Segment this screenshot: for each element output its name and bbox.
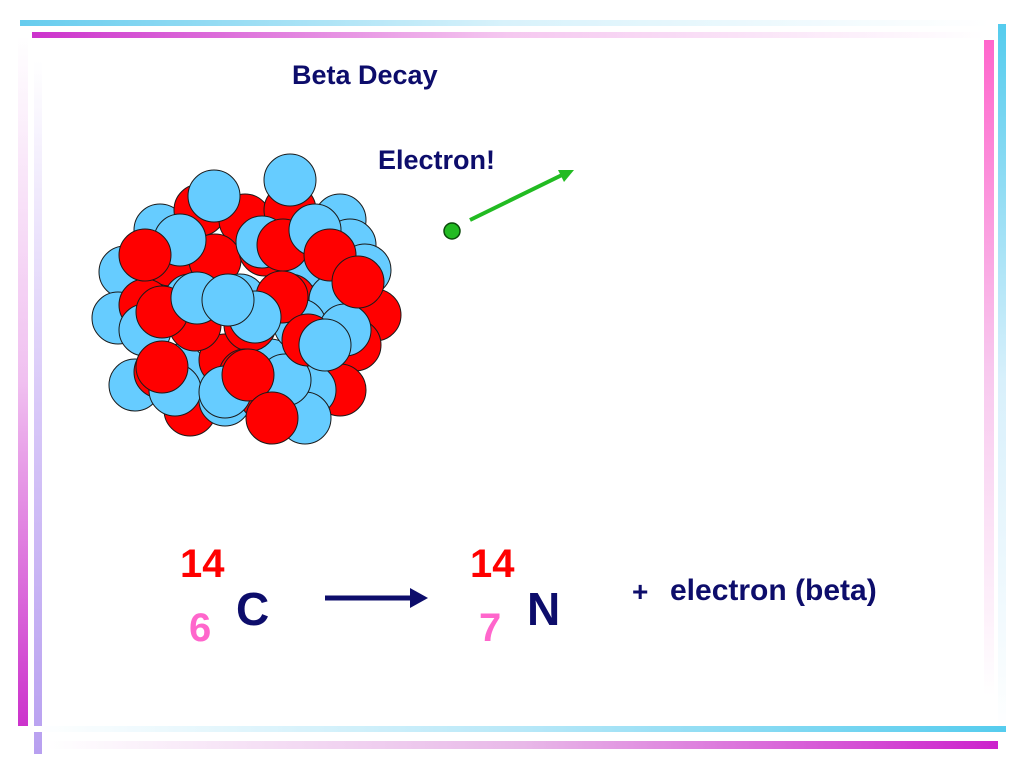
nitrogen-symbol: N <box>527 583 561 635</box>
carbon-symbol: C <box>236 583 270 635</box>
bottom-blue-bar <box>34 726 1006 732</box>
electron <box>443 222 461 240</box>
electron-arrowhead <box>558 170 574 182</box>
slide-title: Beta Decay <box>292 60 438 90</box>
proton <box>221 348 275 402</box>
nitrogen-mass-number: 14 <box>470 542 515 586</box>
plus-sign: + <box>632 576 649 607</box>
neutron <box>298 318 352 372</box>
right-blue-bar <box>998 24 1006 736</box>
proton <box>118 228 172 282</box>
nucleus <box>91 153 402 445</box>
top-blue-bar <box>20 20 990 26</box>
top-pink-bar <box>32 32 984 38</box>
electron-product-label: electron (beta) <box>670 574 877 607</box>
proton <box>331 255 385 309</box>
carbon-atomic-number: 6 <box>189 606 212 650</box>
neutron <box>187 169 241 223</box>
electron-trajectory <box>469 173 563 222</box>
bottom-pink-bar <box>48 741 998 749</box>
left-lilac-bar <box>34 60 42 754</box>
left-pink-bar <box>18 36 28 726</box>
proton <box>245 391 299 445</box>
carbon-mass-number: 14 <box>180 542 225 586</box>
reaction-arrowhead <box>410 588 428 608</box>
electron-label: Electron! <box>378 145 496 175</box>
nitrogen-atomic-number: 7 <box>479 606 502 650</box>
proton <box>135 340 189 394</box>
right-pink-bar <box>984 40 994 696</box>
neutron <box>201 273 255 327</box>
neutron <box>263 153 317 207</box>
